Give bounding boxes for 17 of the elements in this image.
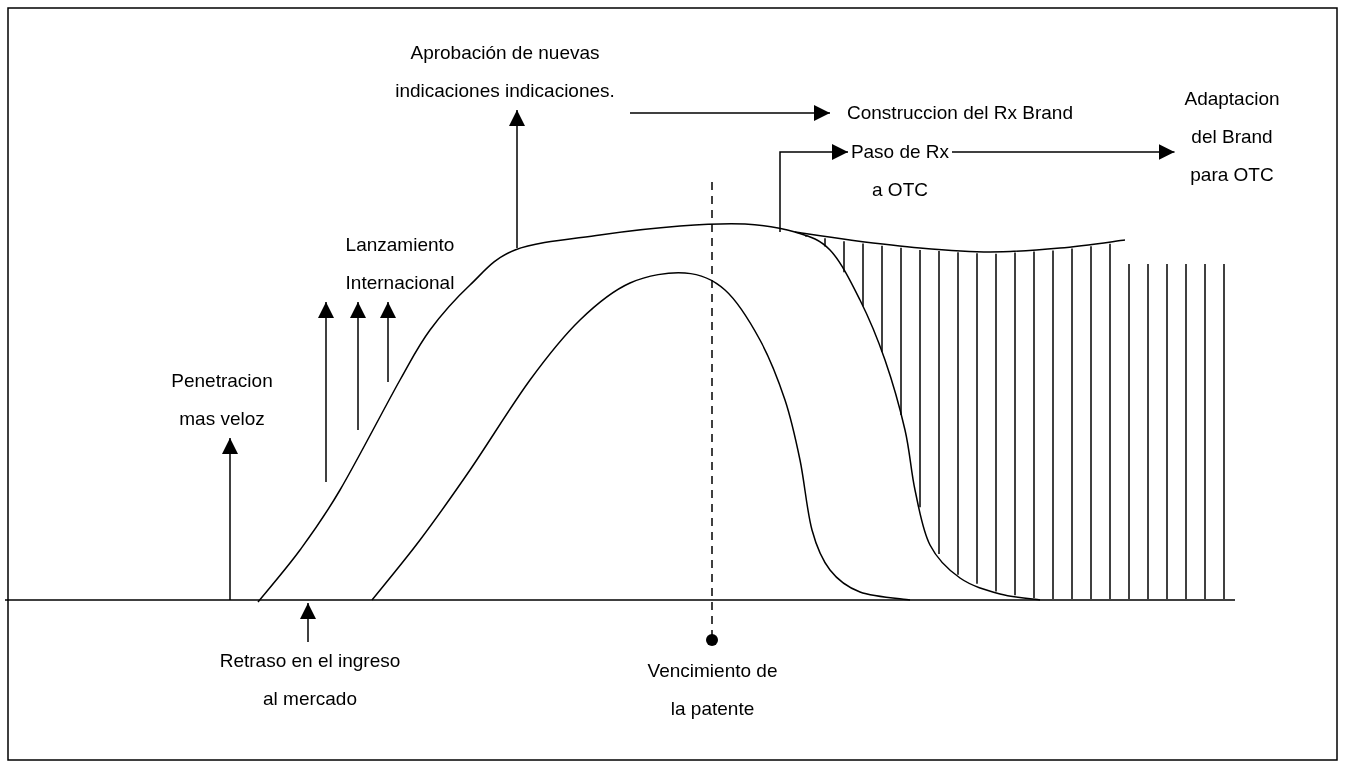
- annotation-text: Penetracion mas veloz: [162, 362, 282, 438]
- arrow: [222, 437, 238, 601]
- arrow: [318, 301, 334, 483]
- arrow: [300, 602, 316, 643]
- annotation-text: Aprobación de nuevas indicaciones indicaciones.: [380, 34, 630, 110]
- annotation-text: Adaptacion del Brand para OTC: [1174, 80, 1290, 194]
- arrow: [350, 301, 366, 431]
- arrow: [779, 144, 849, 233]
- annotation-text: Lanzamiento Internacional: [335, 226, 465, 302]
- arrow: [951, 144, 1176, 160]
- annotation-text: Paso de Rx a OTC: [848, 133, 952, 209]
- annotation-text: Vencimiento de la patente: [646, 659, 779, 721]
- arrow: [629, 105, 831, 121]
- arrow: [380, 301, 396, 383]
- annotation-text: Retraso en el ingreso al mercado: [210, 642, 410, 718]
- arrow: [509, 109, 525, 249]
- annotation-text: Construccion del Rx Brand: [830, 94, 1090, 132]
